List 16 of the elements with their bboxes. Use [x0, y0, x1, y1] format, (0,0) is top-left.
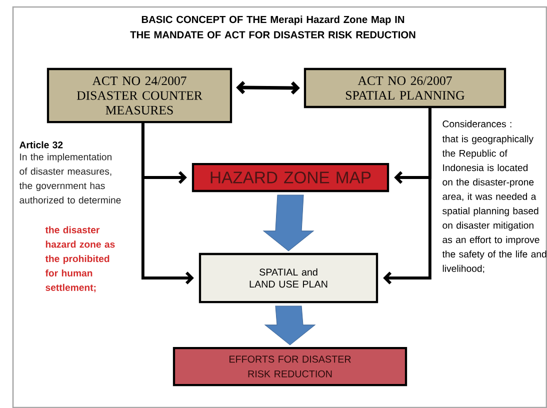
considerances-heading: Considerances : [442, 120, 512, 128]
plan-box: SPATIAL and LAND USE PLAN [198, 252, 378, 304]
arrow [141, 123, 194, 284]
article-text: In the implementation of disaster measures, the government has authorized to determine [19, 153, 121, 204]
article-heading: Article 32 [20, 141, 63, 148]
map-box: HAZARD ZONE MAP [192, 162, 390, 192]
act-box: ACT NO 26/2007 SPATIAL PLANNING [304, 68, 506, 108]
article-highlight: the disaster hazard zone as the prohibited for human settlement; [45, 226, 115, 292]
act-box: ACT NO 24/2007 DISASTER COUNTER MEASURES [46, 68, 232, 124]
block-arrow [264, 306, 316, 346]
arrow [383, 108, 432, 284]
efforts-box: EFFORTS FOR DISASTER RISK REDUCTION [172, 346, 408, 386]
block-arrow [262, 194, 314, 252]
double-arrow [236, 81, 300, 94]
title: BASIC CONCEPT OF THE Merapi Hazard Zone Map IN THE MANDATE OF ACT FOR DISASTER RISK REDUCTION [130, 16, 416, 38]
considerances-text: that is geographically the Republic of Indonesia is located on the disaster-prone area, it was needed a spatial planning based on disaster mitigation as an effort to improve the safety of the life and livelihood; [442, 135, 546, 274]
